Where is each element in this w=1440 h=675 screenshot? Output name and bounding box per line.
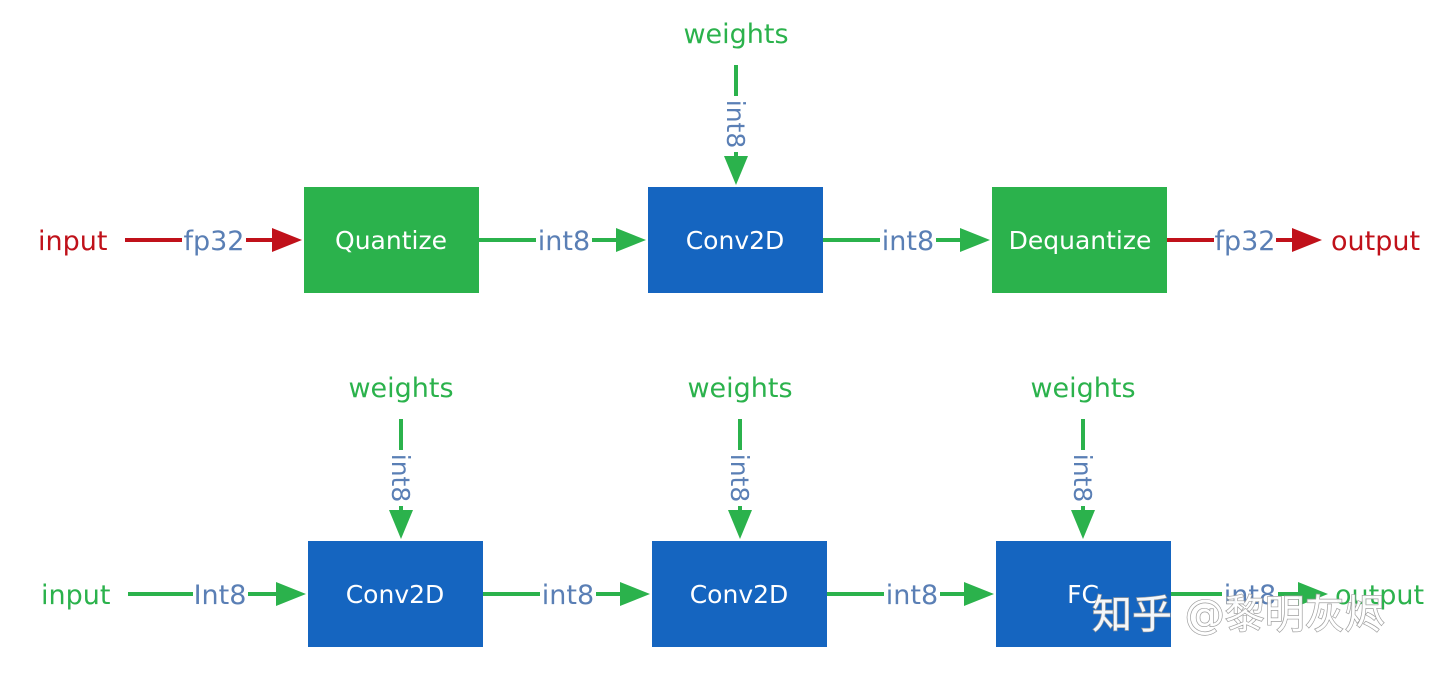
bottom-output-dtype: int8: [1224, 580, 1276, 611]
bottom-weights-1-dtype: int8: [386, 454, 415, 503]
watermark-text: 知乎 @黎明灰烬: [1092, 592, 1385, 638]
bottom-link2-arrowhead: [964, 582, 994, 606]
bottom-weights-3-label: weights: [1030, 373, 1135, 404]
bottom-link1-arrowhead: [620, 582, 650, 606]
bottom-weights-1-arrowhead: [389, 510, 413, 539]
top-conv2d-box-label: Conv2D: [686, 226, 785, 255]
bottom-output-arrowhead: [1298, 582, 1328, 606]
bottom-pipeline: input Int8 Conv2D weights int8 int8 Conv…: [41, 373, 1424, 647]
bottom-weights-2-dtype: int8: [725, 454, 754, 503]
bottom-link2-dtype: int8: [886, 580, 938, 611]
bottom-weights-2-arrowhead: [728, 510, 752, 539]
bottom-input-arrowhead: [276, 582, 306, 606]
bottom-weights-2-label: weights: [687, 373, 792, 404]
bottom-fc-box: [996, 541, 1171, 647]
top-output-arrowhead: [1292, 228, 1322, 252]
top-input-label: input: [38, 226, 107, 257]
top-link2-dtype: int8: [882, 226, 934, 257]
top-link1-arrowhead: [616, 228, 646, 252]
top-weights-label: weights: [683, 19, 788, 50]
quantize-box: [304, 187, 479, 293]
top-output-label: output: [1331, 226, 1420, 257]
bottom-conv2d-box-2-label: Conv2D: [690, 580, 789, 609]
top-input-arrowhead: [272, 228, 302, 252]
bottom-conv2d-box-1-label: Conv2D: [346, 580, 445, 609]
bottom-input-label: input: [41, 580, 110, 611]
bottom-conv2d-box-1: [308, 541, 483, 647]
bottom-link1-dtype: int8: [542, 580, 594, 611]
bottom-weights-1-label: weights: [348, 373, 453, 404]
top-weights-dtype: int8: [721, 100, 750, 149]
top-conv2d-box: [648, 187, 823, 293]
top-output-dtype: fp32: [1214, 226, 1275, 257]
bottom-weights-3-dtype: int8: [1068, 454, 1097, 503]
quantize-box-label: Quantize: [335, 226, 447, 255]
bottom-output-label: output: [1335, 580, 1424, 611]
dequantize-box: [992, 187, 1167, 293]
top-link1-dtype: int8: [538, 226, 590, 257]
top-link2-arrowhead: [960, 228, 990, 252]
top-weights-arrowhead: [724, 156, 748, 185]
bottom-weights-3-arrowhead: [1071, 510, 1095, 539]
bottom-fc-box-label: FC: [1067, 580, 1099, 609]
dequantize-box-label: Dequantize: [1009, 226, 1152, 255]
top-input-dtype: fp32: [183, 226, 244, 257]
top-pipeline: input fp32 Quantize int8 Conv2D weights …: [38, 19, 1420, 293]
bottom-input-dtype: Int8: [194, 580, 247, 611]
bottom-conv2d-box-2: [652, 541, 827, 647]
